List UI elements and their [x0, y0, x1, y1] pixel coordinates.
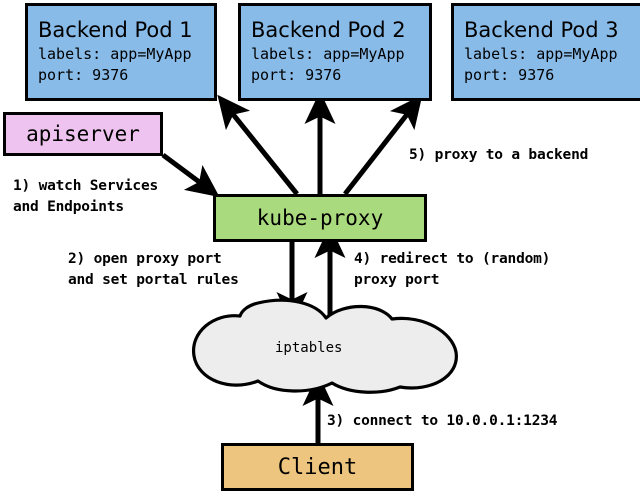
client-box[interactable]: Client: [221, 443, 414, 491]
step-2-label: 2) open proxy port and set portal rules: [68, 249, 239, 290]
arrow-kubeproxy-to-pod3: [343, 94, 423, 196]
step-2-line-1: 2) open proxy port: [68, 251, 222, 267]
arrow-kubeproxy-to-pod1: [217, 94, 299, 196]
backend-pod-2-labels: labels: app=MyApp: [251, 45, 405, 64]
kube-proxy-label: kube-proxy: [256, 206, 384, 230]
step-4-label: 4) redirect to (random) proxy port: [354, 249, 550, 290]
step-3-label: 3) connect to 10.0.0.1:1234: [327, 411, 558, 432]
backend-pod-2-port: port: 9376: [251, 65, 342, 84]
iptables-label: iptables: [275, 340, 343, 356]
step-5-label: 5) proxy to a backend: [409, 145, 588, 166]
arrow-apiserver-to-kubeproxy: [161, 152, 220, 198]
iptables-cloud-shape: [192, 298, 458, 394]
step-2-line-2: and set portal rules: [68, 271, 239, 288]
step-1-line-2: and Endpoints: [13, 198, 124, 215]
apiserver-label: apiserver: [26, 122, 140, 146]
client-label: Client: [277, 454, 358, 480]
backend-pod-2-title: Backend Pod 2: [251, 18, 406, 43]
backend-pod-3-labels: labels: app=MyApp: [464, 45, 618, 64]
step-4-line-2: proxy port: [354, 271, 440, 288]
backend-pod-2-box[interactable]: Backend Pod 2 labels: app=MyApp port: 93…: [238, 3, 432, 101]
step-5-line-1: 5) proxy to a backend: [409, 147, 589, 163]
step-4-line-1: 4) redirect to (random): [354, 251, 551, 267]
backend-pod-3-box[interactable]: Backend Pod 3 labels: app=MyApp port: 93…: [451, 3, 640, 101]
backend-pod-1-title: Backend Pod 1: [38, 18, 193, 43]
step-3-line-1: 3) connect to 10.0.0.1:1234: [327, 413, 558, 429]
backend-pod-1-box[interactable]: Backend Pod 1 labels: app=MyApp port: 93…: [25, 3, 217, 101]
backend-pod-1-labels: labels: app=MyApp: [38, 45, 192, 64]
step-1-label: 1) watch Services and Endpoints: [13, 176, 158, 217]
step-1-line-1: 1) watch Services: [13, 178, 159, 194]
kube-proxy-box[interactable]: kube-proxy: [213, 194, 427, 242]
backend-pod-1-port: port: 9376: [38, 65, 129, 84]
apiserver-box[interactable]: apiserver: [3, 112, 163, 156]
backend-pod-3-port: port: 9376: [464, 65, 555, 84]
backend-pod-3-title: Backend Pod 3: [464, 18, 619, 43]
